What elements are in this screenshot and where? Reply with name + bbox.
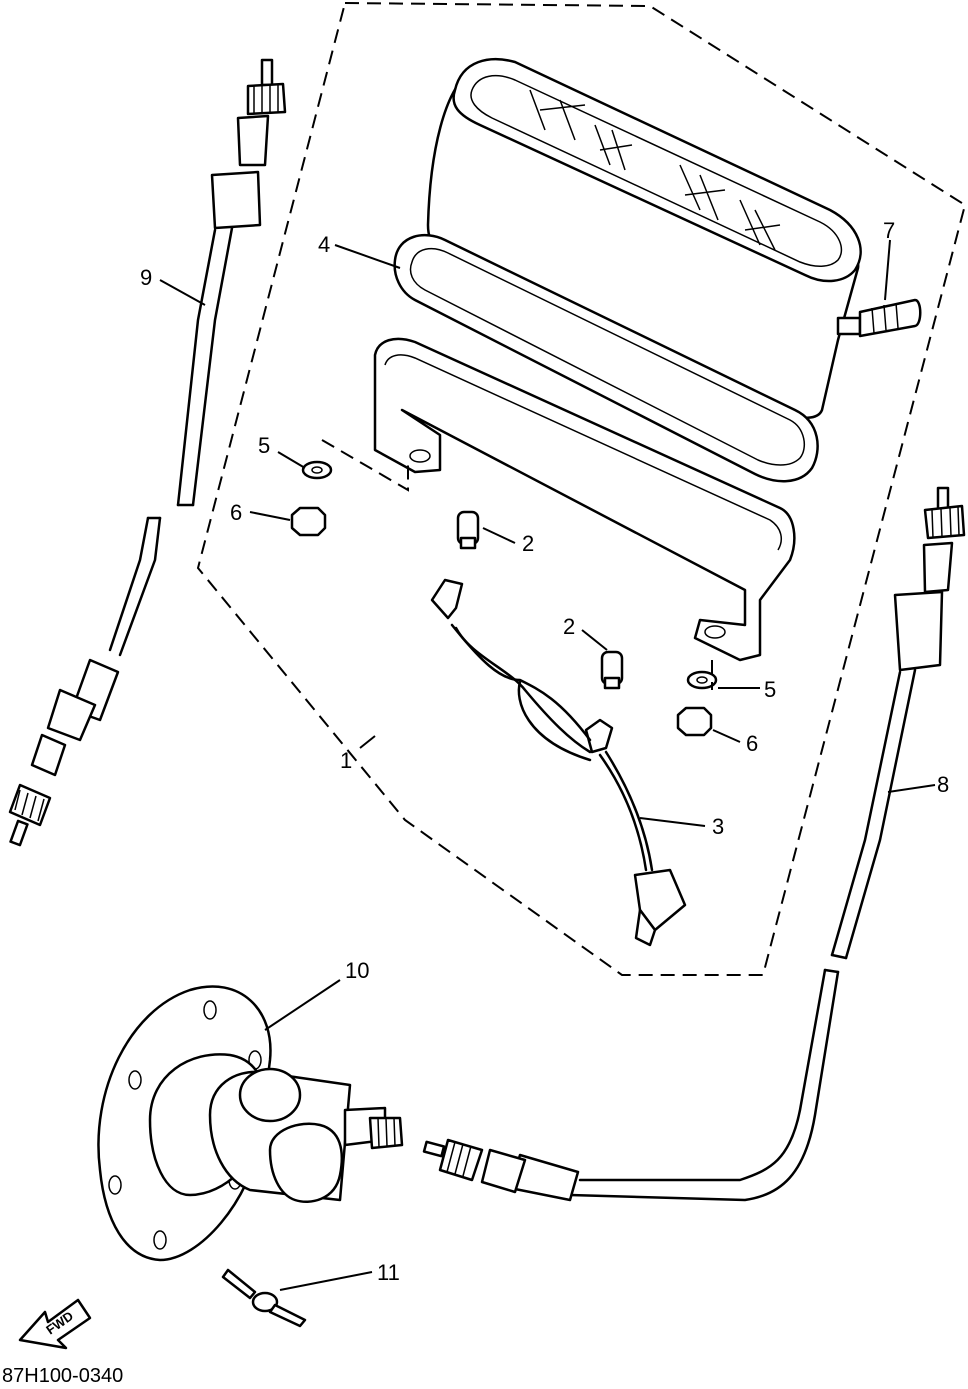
callout-6-right: 6 [746,731,758,756]
callout-2-upper: 2 [522,531,534,556]
nut-left [290,506,327,537]
mounting-bracket [373,337,796,662]
callout-4: 4 [318,232,330,257]
washer-left [301,460,333,480]
drawing-code: 87H100-0340 [2,1365,123,1387]
gear-unit [97,985,404,1262]
bulb-upper [456,510,480,550]
callout-5-right: 5 [764,677,776,702]
callout-11: 11 [377,1260,400,1285]
callout-1: 1 [340,748,352,773]
cable-left [8,58,287,847]
cable-right [422,486,966,1202]
fwd-arrow-icon: FWD [18,1298,92,1350]
callout-10: 10 [345,958,369,983]
callout-6-left: 6 [230,500,242,525]
assembly-boundary [196,1,967,976]
callout-7: 7 [883,218,895,243]
washer-right [686,670,718,690]
nut-right [676,706,713,737]
callout-2-lower: 2 [563,614,575,639]
gasket [393,233,819,483]
reset-knob[interactable] [836,298,922,338]
callout-5-left: 5 [258,433,270,458]
pin [221,1268,307,1328]
callout-3: 3 [712,814,724,839]
callout-9: 9 [140,265,152,290]
wire-harness [430,578,687,947]
bulb-lower [600,650,624,690]
callout-8: 8 [937,772,949,797]
